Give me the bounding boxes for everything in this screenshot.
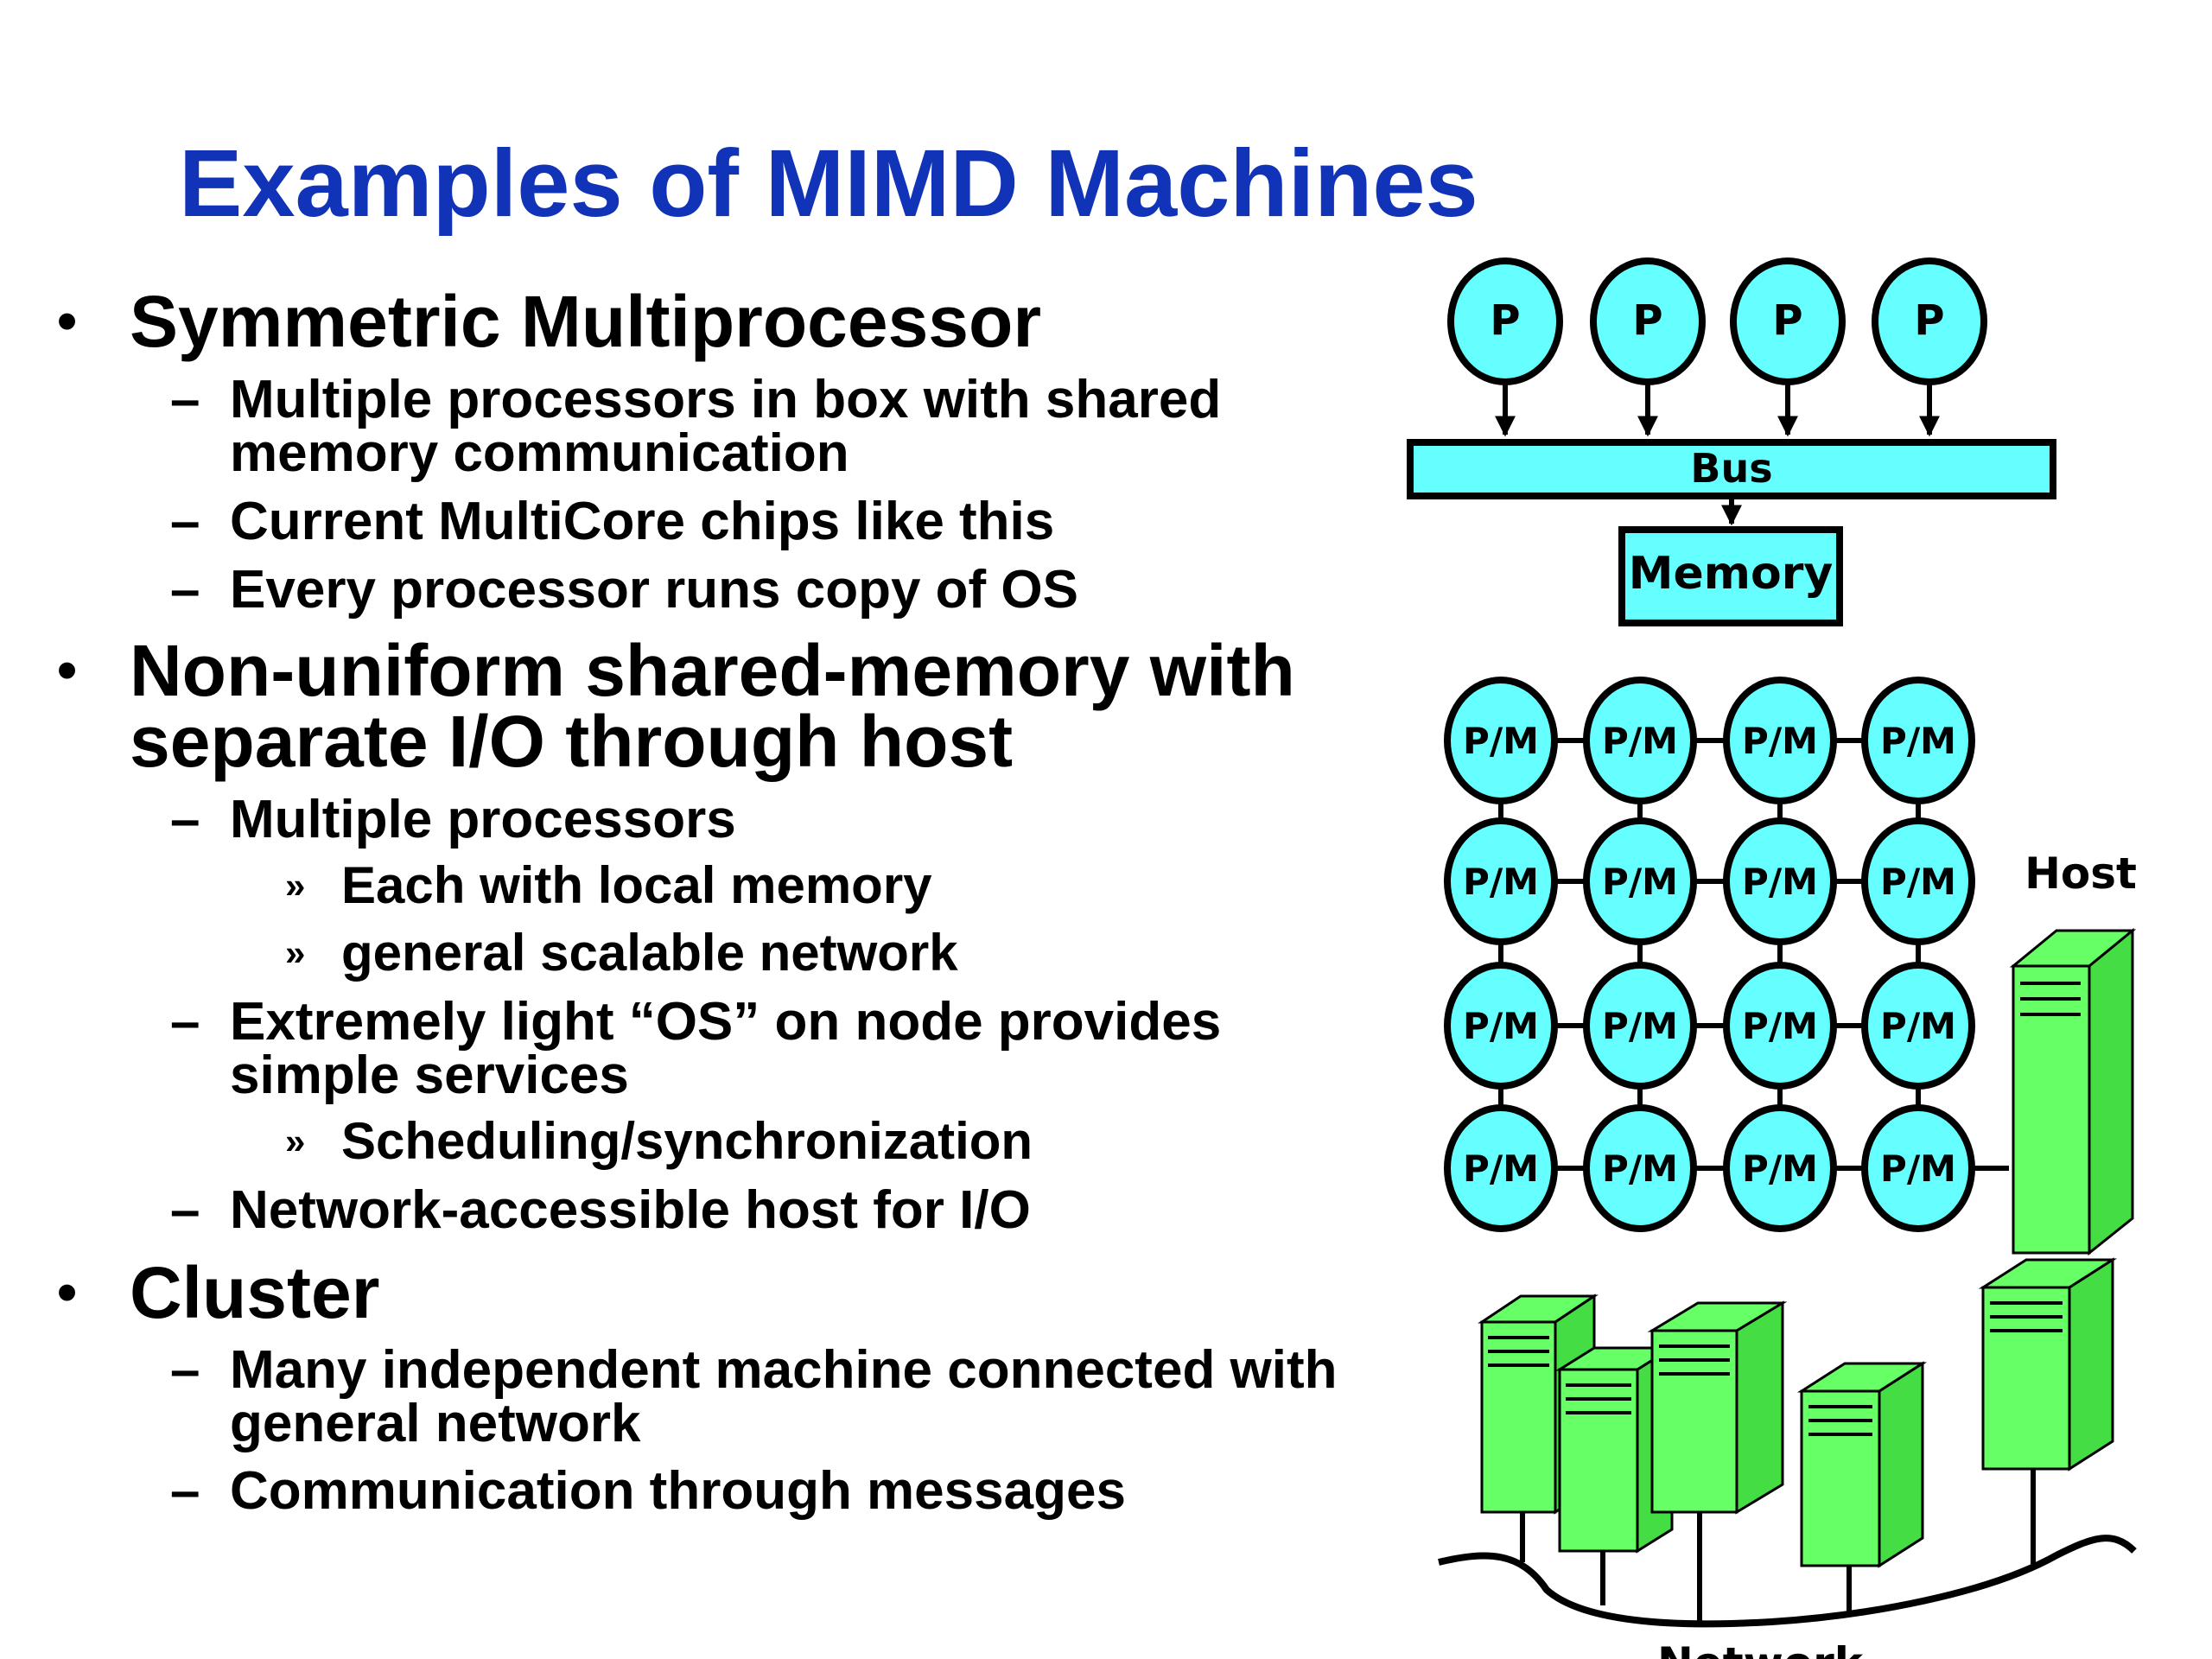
memory-label: Memory: [1629, 548, 1833, 600]
smp-item-2: Current MultiCore chips like this: [230, 492, 1055, 551]
pm-node: P/M: [1723, 962, 1837, 1090]
pm-node: P/M: [1861, 962, 1975, 1090]
dash-marker: –: [170, 1461, 200, 1521]
cluster-server-icon: [1978, 1257, 2118, 1471]
processor-label: P: [1490, 296, 1520, 345]
sub-bullet-marker: »: [285, 865, 306, 906]
svg-text:P/M: P/M: [1463, 1147, 1539, 1190]
bullet-cluster-heading: Cluster: [130, 1252, 380, 1333]
numa-sub-item-network: general scalable network: [341, 924, 958, 982]
dash-marker: –: [170, 790, 200, 849]
numa-item-1: Multiple processors: [230, 790, 736, 849]
bullet-list: • Symmetric Multiprocessor – Multiple pr…: [57, 281, 1338, 1521]
cluster-diagram: Network: [1438, 1257, 2137, 1659]
bullet-smp-heading: Symmetric Multiprocessor: [130, 281, 1042, 362]
svg-text:P/M: P/M: [1602, 1147, 1678, 1190]
pm-node: P/M: [1861, 817, 1975, 945]
pm-node: P/M: [1583, 817, 1697, 945]
dash-marker: –: [170, 370, 200, 429]
host-server-icon: [2009, 927, 2137, 1256]
host-label: Host: [2024, 849, 2137, 899]
cluster-server-icon: [1478, 1294, 1599, 1515]
bullet-numa-heading-line-2: separate I/O through host: [130, 701, 1014, 782]
smp-item-1-line-1: Multiple processors in box with shared: [230, 370, 1222, 429]
processor-label: P: [1914, 296, 1944, 345]
slide-title: Examples of MIMD Machines: [179, 130, 1478, 237]
svg-text:P/M: P/M: [1602, 861, 1678, 903]
processor-node: P: [1447, 257, 1563, 385]
processor-node: P: [1872, 257, 1987, 385]
numa-item-3: Network-accessible host for I/O: [230, 1180, 1031, 1240]
pm-node: P/M: [1723, 1104, 1837, 1232]
bullet-marker: •: [57, 638, 78, 702]
svg-text:P/M: P/M: [1463, 1005, 1539, 1047]
bullet-marker: •: [57, 289, 78, 353]
dash-marker: –: [170, 992, 200, 1052]
pm-node: P/M: [1583, 1104, 1697, 1232]
smp-item-1-line-2: memory communication: [230, 423, 849, 483]
processor-label: P: [1772, 296, 1802, 345]
svg-text:P/M: P/M: [1742, 1005, 1818, 1047]
pm-node: P/M: [1444, 817, 1558, 945]
cluster-server-icon: [1647, 1300, 1788, 1515]
network-curve: [1438, 1535, 2137, 1628]
svg-text:P/M: P/M: [1602, 1005, 1678, 1047]
cluster-server-icon: [1554, 1345, 1677, 1554]
dash-marker: –: [170, 1180, 200, 1240]
svg-text:P/M: P/M: [1463, 861, 1539, 903]
pm-node: P/M: [1444, 1104, 1558, 1232]
svg-text:P/M: P/M: [1463, 720, 1539, 762]
sub-bullet-marker: »: [285, 1121, 306, 1161]
pm-node: P/M: [1444, 677, 1558, 804]
cluster-item-2: Communication through messages: [230, 1461, 1126, 1521]
dash-marker: –: [170, 560, 200, 620]
svg-text:P/M: P/M: [1602, 720, 1678, 762]
sub-bullet-marker: »: [285, 932, 306, 973]
cluster-item-1-line-1: Many independent machine connected with: [230, 1340, 1338, 1400]
pm-node: P/M: [1583, 962, 1697, 1090]
bus-bar: [1407, 439, 2056, 499]
cluster-server-icon: [1796, 1361, 1928, 1568]
processor-node: P: [1730, 257, 1846, 385]
bullet-marker: •: [57, 1260, 78, 1324]
mesh-diagram: P/M P/M P/M P/M P/M P/M P/M P/M P/M P/M …: [1444, 677, 2137, 1256]
dash-marker: –: [170, 1340, 200, 1400]
bus-label: Bus: [1690, 445, 1772, 492]
pm-node: P/M: [1723, 677, 1837, 804]
svg-text:P/M: P/M: [1742, 861, 1818, 903]
memory-box: [1618, 526, 1843, 626]
pm-node: P/M: [1861, 677, 1975, 804]
dash-marker: –: [170, 492, 200, 551]
svg-text:P/M: P/M: [1880, 861, 1956, 903]
numa-item-2-line-2: simple services: [230, 1046, 629, 1105]
svg-text:P/M: P/M: [1880, 1147, 1956, 1190]
svg-text:P/M: P/M: [1880, 720, 1956, 762]
pm-node: P/M: [1444, 962, 1558, 1090]
bullet-numa-heading-line-1: Non-uniform shared-memory with: [130, 630, 1295, 711]
processor-node: P: [1590, 257, 1706, 385]
pm-node: P/M: [1861, 1104, 1975, 1232]
svg-text:P/M: P/M: [1880, 1005, 1956, 1047]
pm-node: P/M: [1583, 677, 1697, 804]
smp-item-3: Every processor runs copy of OS: [230, 560, 1079, 620]
numa-item-2-line-1: Extremely light “OS” on node provides: [230, 992, 1222, 1052]
cluster-item-1-line-2: general network: [230, 1394, 641, 1453]
pm-node: P/M: [1723, 817, 1837, 945]
network-label: Network: [1657, 1638, 1865, 1659]
smp-diagram: P P P P Bus Memory: [1407, 257, 2056, 626]
processor-label: P: [1632, 296, 1662, 345]
numa-sub-item-local-memory: Each with local memory: [341, 856, 932, 914]
numa-sub-item-scheduling: Scheduling/synchronization: [341, 1112, 1033, 1170]
svg-text:P/M: P/M: [1742, 720, 1818, 762]
svg-text:P/M: P/M: [1742, 1147, 1818, 1190]
